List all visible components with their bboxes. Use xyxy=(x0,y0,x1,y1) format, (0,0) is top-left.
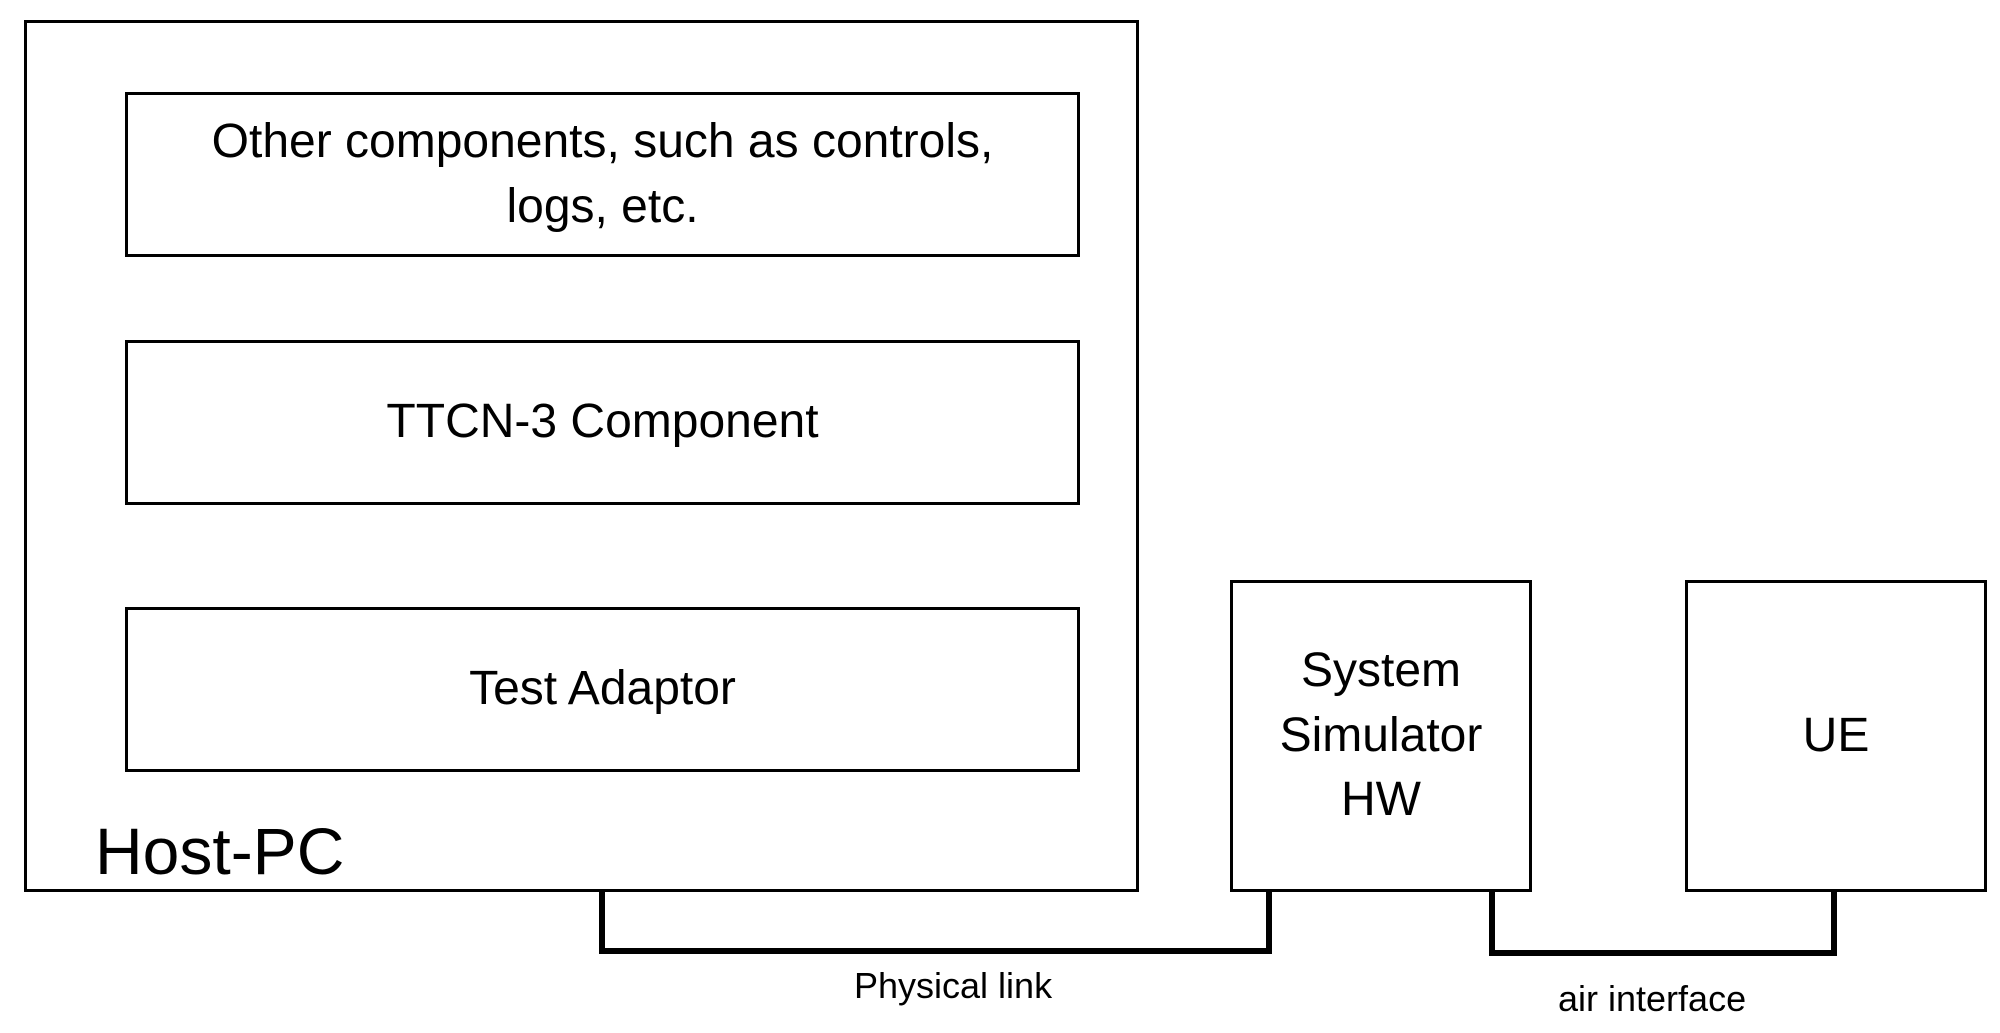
other-components-label: Other components, such as controls, logs… xyxy=(211,114,994,233)
system-simulator-box: System Simulator HW xyxy=(1230,580,1532,892)
ttcn3-component-box: TTCN-3 Component xyxy=(125,340,1080,505)
system-simulator-label: System Simulator HW xyxy=(1279,643,1483,827)
ttcn3-component-label: TTCN-3 Component xyxy=(386,395,819,449)
test-adaptor-label: Test Adaptor xyxy=(469,662,736,716)
ue-label: UE xyxy=(1802,708,1870,762)
host-pc-label: Host-PC xyxy=(95,814,345,888)
air-interface-label: air interface xyxy=(1558,978,1747,1019)
physical-link-label: Physical link xyxy=(854,965,1053,1006)
test-adaptor-box: Test Adaptor xyxy=(125,607,1080,772)
air-interface-line xyxy=(1489,892,1837,956)
other-components-box: Other components, such as controls, logs… xyxy=(125,92,1080,257)
ue-box: UE xyxy=(1685,580,1987,892)
